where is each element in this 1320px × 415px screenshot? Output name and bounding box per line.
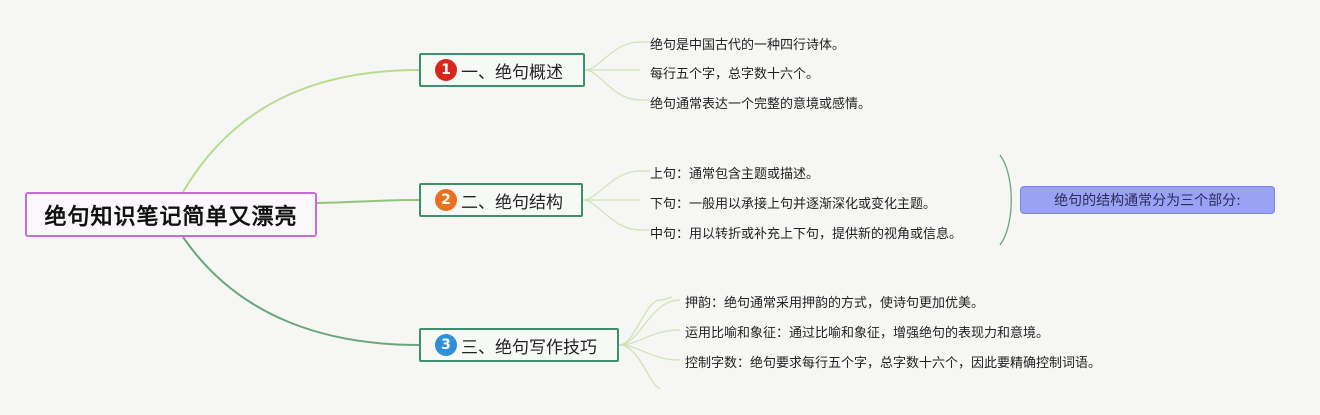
connector-root-branch2 [316,199,420,204]
connector-b3-leaf1 [618,299,681,346]
badge-3-icon: 3 [435,334,457,356]
leaf-1-3[interactable]: 绝句通常表达一个完整的意境或感情。 [650,97,872,112]
leaf-1-2[interactable]: 每行五个字，总字数十六个。 [650,67,820,82]
branch-label-3: 三、绝句写作技巧 [461,337,597,358]
badge-2-icon: 2 [435,189,457,211]
connector-root-branch1 [182,69,420,193]
root-topic[interactable]: 绝句知识笔记简单又漂亮 [25,192,317,237]
connector-b1-leaf1 [584,41,650,71]
leaf-3-2[interactable]: 运用比喻和象征：通过比喻和象征，增强绝句的表现力和意境。 [685,326,1050,341]
connector-root-branch3 [182,236,420,346]
branch-topic-2[interactable]: 2 二、绝句结构 [419,183,583,217]
connector-b3-extra-top [618,296,673,346]
leaf-3-3[interactable]: 控制字数：绝句要求每行五个字，总字数十六个，因此要精确控制词语。 [685,356,1102,371]
connector-b3-extra-bottom [618,344,661,389]
leaf-1-1[interactable]: 绝句是中国古代的一种四行诗体。 [650,38,846,53]
connector-b1-leaf3 [584,69,650,101]
branch-topic-3[interactable]: 3 三、绝句写作技巧 [419,328,619,362]
branch-label-1: 一、绝句概述 [461,62,563,83]
branch-topic-1[interactable]: 1 一、绝句概述 [419,53,585,87]
summary-bracket [999,154,1012,246]
leaf-3-1[interactable]: 押韵：绝句通常采用押韵的方式，使诗句更加优美。 [685,296,985,311]
badge-1-icon: 1 [435,59,457,81]
connector-b2-leaf1 [582,170,650,201]
connector-b2-leaf3 [582,199,650,231]
connector-b3-leaf2 [618,329,681,346]
leaf-2-3[interactable]: 中句：用以转折或补充上下句，提供新的视角或信息。 [650,227,963,242]
branch-label-2: 二、绝句结构 [461,192,563,213]
summary-topic[interactable]: 绝句的结构通常分为三个部分: [1020,186,1275,214]
leaf-2-1[interactable]: 上句：通常包含主题或描述。 [650,167,820,182]
leaf-2-2[interactable]: 下句：一般用以承接上句并逐渐深化或变化主题。 [650,197,937,212]
